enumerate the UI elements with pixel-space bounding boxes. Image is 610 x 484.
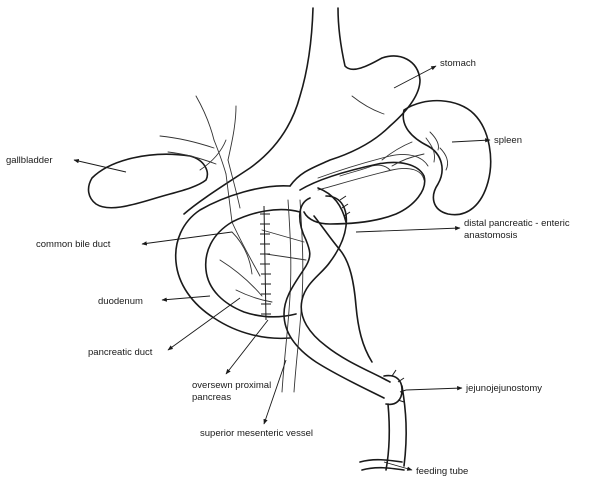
label-pancreatic-duct-text: pancreatic duct — [88, 347, 153, 358]
duodenum-drawing — [176, 186, 300, 339]
feeding-tube-drawing — [360, 460, 404, 470]
biliary-tree — [160, 96, 260, 276]
label-duodenum-text: duodenum — [98, 296, 143, 307]
pancreas-drawing — [300, 142, 428, 224]
label-pancreatic-duct: pancreatic duct — [88, 298, 240, 358]
label-oversewn-line1: oversewn proximal — [192, 380, 271, 391]
label-gallbladder: gallbladder — [6, 155, 126, 172]
label-distal-anastomosis: distal pancreatic - enteric anastomosis — [356, 218, 570, 241]
label-jejunojejunostomy: jejunojejunostomy — [406, 383, 542, 394]
label-oversewn-line2: pancreas — [192, 392, 231, 403]
label-spleen-text: spleen — [494, 135, 522, 146]
label-gallbladder-text: gallbladder — [6, 155, 52, 166]
spleen-drawing — [403, 101, 490, 215]
label-common-bile-duct-text: common bile duct — [36, 239, 111, 250]
suture-lines — [260, 206, 271, 320]
label-common-bile-duct: common bile duct — [36, 232, 232, 250]
label-superior-mesenteric-vessel-text: superior mesenteric vessel — [200, 428, 313, 439]
label-oversewn-pancreas: oversewn proximal pancreas — [192, 320, 271, 403]
label-distal-anastomosis-line2: anastomosis — [464, 230, 518, 241]
label-distal-anastomosis-line1: distal pancreatic - enteric — [464, 218, 570, 229]
mesenteric-vessels — [262, 200, 306, 392]
label-stomach: stomach — [394, 58, 476, 88]
label-feeding-tube-text: feeding tube — [416, 466, 468, 477]
label-jejunojejunostomy-text: jejunojejunostomy — [465, 383, 542, 394]
label-stomach-text: stomach — [440, 58, 476, 69]
stomach-drawing — [184, 8, 420, 214]
